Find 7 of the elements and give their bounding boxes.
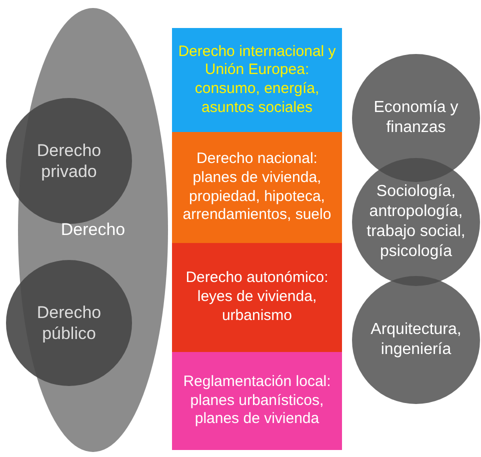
topic-band: Derecho nacional: planes de vivienda, propiedad, hipoteca, arrendamientos, suelo xyxy=(172,132,342,243)
topic-circle: Derecho privado xyxy=(6,98,132,224)
topic-band: Derecho internacional y Unión Europea: consumo, energía, asuntos sociales xyxy=(172,28,342,132)
topic-circle: Arquitectura, ingeniería xyxy=(352,276,480,404)
topic-band: Derecho autonómico: leyes de vivienda, urbanismo xyxy=(172,243,342,352)
topic-band: Reglamentación local: planes urbanísticos, planes de vivienda xyxy=(172,352,342,450)
topic-circle: Derecho público xyxy=(6,260,132,386)
